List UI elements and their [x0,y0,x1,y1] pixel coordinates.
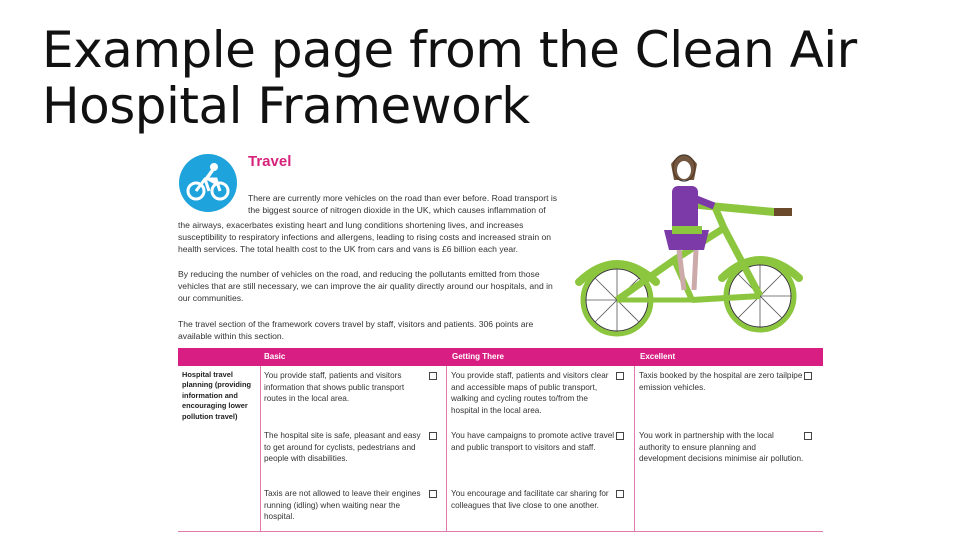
header-basic: Basic [264,352,286,361]
checkbox[interactable] [429,490,437,498]
table-bottom-border [178,531,823,532]
checkbox[interactable] [616,432,624,440]
table-cell: You provide staff, patients and visitors… [264,371,405,404]
table-cell: The hospital site is safe, pleasant and … [264,431,421,464]
document-page: Travel There are currently more vehicles… [174,150,826,535]
header-excellent: Excellent [640,352,676,361]
table-cell: You have campaigns to promote active tra… [451,431,615,452]
slide-title: Example page from the Clean Air Hospital… [42,21,857,135]
column-divider [634,366,635,531]
checkbox[interactable] [616,372,624,380]
checkbox[interactable] [429,372,437,380]
column-divider [260,366,261,531]
intro-paragraph-2: By reducing the number of vehicles on th… [178,269,553,304]
intro-paragraph-1: There are currently more vehicles on the… [248,193,558,216]
table-cell: Taxis are not allowed to leave their eng… [264,489,421,522]
table-header: Basic Getting There Excellent [178,348,823,366]
checkbox[interactable] [616,490,624,498]
table-cell: You work in partnership with the local a… [639,431,804,464]
checkbox[interactable] [804,372,812,380]
checkbox[interactable] [429,432,437,440]
section-title: Travel [248,153,292,170]
checkbox[interactable] [804,432,812,440]
table-cell: You provide staff, patients and visitors… [451,371,609,415]
bicycle-icon [179,154,237,212]
intro-paragraph-3: The travel section of the framework cove… [178,319,534,342]
column-divider [446,366,447,531]
table-cell: You encourage and facilitate car sharing… [451,489,609,510]
category-label: Hospital travel planning (providing info… [182,370,251,421]
header-getting-there: Getting There [452,352,505,361]
table-cell: Taxis booked by the hospital are zero ta… [639,371,803,392]
bicycle-drawing-illustration [575,154,803,337]
intro-paragraph-1-continued: the airways, exacerbates existing heart … [178,220,552,255]
